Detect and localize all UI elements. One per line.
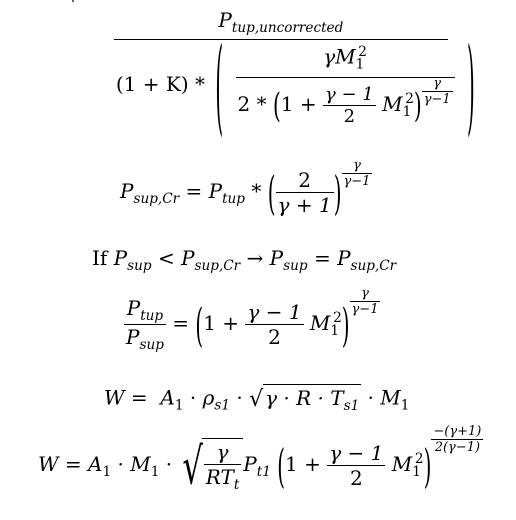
equation-1: Ptup = Ptup,uncorrected (1 + K) * ( γM12…	[44, 0, 475, 148]
eq1-main-fraction: Ptup,uncorrected (1 + K) * ( γM12 2 * (1…	[113, 8, 475, 148]
equation-2: Psup,Cr = Ptup * ( 2 γ + 1 ) γ γ−1	[120, 158, 373, 221]
equation-6: W = A1 · M1 · √ γ RTt Pt1 (1 + γ − 1 2 M…	[38, 424, 484, 496]
equation-4: Ptup Psup = (1 + γ − 1 2 M12) γ γ−1	[124, 286, 381, 353]
eq1-lhs: Ptup =	[44, 0, 104, 3]
equation-3: If Psup < Psup,Cr → Psup = Psup,Cr	[92, 246, 397, 274]
eq1-denominator: (1 + K) * ( γM12 2 * (1 + γ − 1 2 M12) γ…	[113, 22, 475, 148]
eq1-numerator: Ptup,uncorrected	[218, 8, 344, 36]
equation-5: W = A1 · ρs1 · √γ · R · Ts1 · M1	[104, 384, 410, 414]
